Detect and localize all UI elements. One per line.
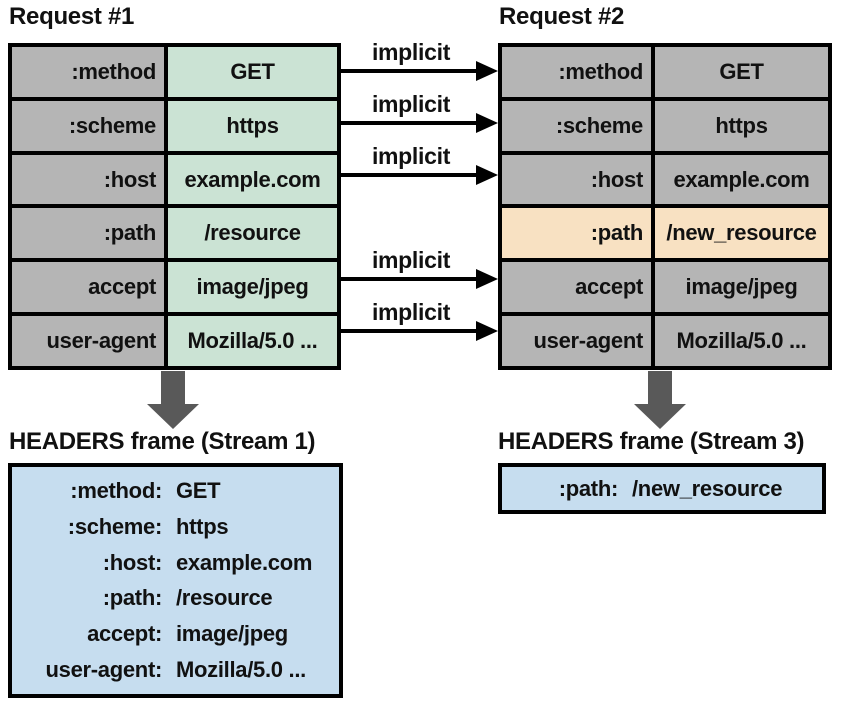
headers-frame3-box: :path: /new_resource [498, 463, 826, 514]
header-value: image/jpeg [168, 262, 337, 313]
header-value-changed: /new_resource [655, 208, 828, 259]
implicit-label: implicit [371, 143, 451, 169]
arrow-line-icon [341, 69, 478, 73]
header-key: accept [502, 262, 651, 313]
header-key: :scheme [502, 100, 651, 151]
down-arrow-icon [634, 371, 686, 429]
arrow-line-icon [341, 329, 478, 333]
frame-key: :path: [558, 475, 619, 501]
frame-key: :path: [102, 585, 163, 611]
arrow-head-icon [476, 61, 498, 81]
arrow-head-icon [476, 113, 498, 133]
headers-frame1-box: :method: GET :scheme: https :host: examp… [8, 463, 343, 698]
frame-key: :host: [102, 549, 163, 575]
header-key: :host [12, 154, 164, 205]
arrow-head [147, 404, 199, 429]
header-value: example.com [655, 154, 828, 205]
frame-key: :method: [70, 477, 162, 503]
header-key: :method [12, 47, 164, 97]
frame-key: accept: [87, 621, 162, 647]
header-key: user-agent [12, 316, 164, 366]
frame-value: example.com [176, 549, 313, 575]
arrow-head-icon [476, 321, 498, 341]
arrow-shaft [648, 371, 672, 404]
frame-value: image/jpeg [176, 621, 288, 647]
header-key: :path [12, 208, 164, 259]
arrow-shaft [161, 371, 185, 404]
headers-frame1-title: HEADERS frame (Stream 1) [9, 428, 316, 455]
frame-value: Mozilla/5.0 ... [176, 657, 306, 683]
request1-title: Request #1 [9, 3, 135, 30]
implicit-label: implicit [371, 299, 451, 325]
header-value: image/jpeg [655, 262, 828, 313]
header-value: GET [168, 47, 337, 97]
frame-key: user-agent: [45, 657, 163, 683]
header-value: GET [655, 47, 828, 97]
header-key: accept [12, 262, 164, 313]
frame-key: :scheme: [67, 513, 163, 539]
header-value: https [168, 100, 337, 151]
header-value: Mozilla/5.0 ... [655, 316, 828, 366]
request2-title: Request #2 [499, 3, 625, 30]
header-key: user-agent [502, 316, 651, 366]
header-key-changed: :path [502, 208, 651, 259]
implicit-label: implicit [371, 39, 451, 65]
header-key: :scheme [12, 100, 164, 151]
implicit-label: implicit [371, 247, 451, 273]
down-arrow-icon [147, 371, 199, 429]
arrow-head [634, 404, 686, 429]
request1-header-table: :method GET :scheme https :host example.… [8, 43, 341, 370]
header-value: Mozilla/5.0 ... [168, 316, 337, 366]
arrow-line-icon [341, 277, 478, 281]
frame-value: https [176, 513, 229, 539]
arrow-head-icon [476, 165, 498, 185]
arrow-head-icon [476, 269, 498, 289]
frame-value: /new_resource [632, 475, 783, 501]
arrow-line-icon [341, 173, 478, 177]
frame-value: GET [176, 477, 221, 503]
header-key: :host [502, 154, 651, 205]
implicit-label: implicit [371, 91, 451, 117]
header-value: https [655, 100, 828, 151]
headers-frame3-title: HEADERS frame (Stream 3) [498, 428, 805, 455]
arrow-line-icon [341, 121, 478, 125]
request2-header-table: :method GET :scheme https :host example.… [498, 43, 832, 370]
header-value: /resource [168, 208, 337, 259]
header-key: :method [502, 47, 651, 97]
frame-value: /resource [176, 585, 273, 611]
header-value: example.com [168, 154, 337, 205]
